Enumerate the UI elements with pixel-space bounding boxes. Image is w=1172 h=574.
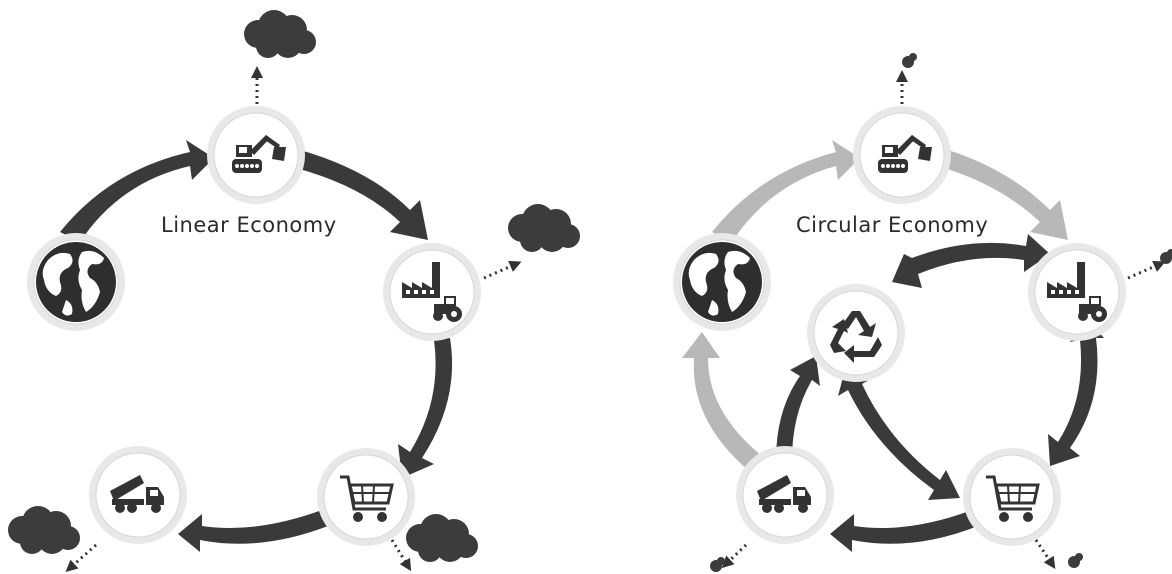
globe-icon <box>36 242 116 322</box>
arrow-production-to-consumption <box>398 338 453 478</box>
globe-icon <box>682 242 762 322</box>
smoke-cloud-icon <box>8 506 80 554</box>
circular-outer-arrows <box>682 140 1068 470</box>
linear-economy-diagram: Linear Economy <box>8 10 580 572</box>
circular-node-production <box>1027 242 1127 342</box>
circular-node-recycling <box>806 283 906 383</box>
circular-economy-title: Circular Economy <box>796 213 988 237</box>
circular-node-consumption <box>962 447 1062 547</box>
arrow-earth-to-extraction <box>60 140 214 242</box>
smoke-puff-icon <box>710 557 725 572</box>
arrow-recycling-consumption <box>838 366 960 500</box>
linear-node-disposal <box>88 445 188 545</box>
circular-node-disposal <box>735 445 835 545</box>
circular-node-extraction <box>852 105 952 205</box>
circular-node-earth <box>672 232 772 332</box>
smoke-puff-icon <box>1068 553 1083 568</box>
smoke-cloud-icon <box>508 204 580 252</box>
smoke-puff-icon <box>902 53 917 68</box>
arrow-earth-to-extraction <box>712 140 860 242</box>
circular-inner-arrows <box>776 234 1104 552</box>
linear-flow-arrows <box>60 140 453 552</box>
smoke-cloud-icon <box>406 514 478 562</box>
arrow-extraction-to-production <box>944 150 1068 240</box>
linear-node-earth <box>26 232 126 332</box>
arrow-consumption-to-disposal <box>830 510 978 552</box>
linear-node-production <box>382 242 482 342</box>
arrow-consumption-to-disposal <box>178 510 328 552</box>
arrow-production-recycling <box>892 234 1050 288</box>
linear-node-consumption <box>316 447 416 547</box>
linear-node-extraction <box>206 105 306 205</box>
smoke-cloud-icon <box>244 10 316 58</box>
smoke-puff-icon <box>1160 249 1172 264</box>
circular-economy-diagram: Circular Economy <box>672 53 1172 572</box>
arrow-production-consumption <box>1048 318 1104 466</box>
arrow-disposal-to-recycling <box>776 356 820 460</box>
arrow-extraction-to-production <box>296 150 428 240</box>
linear-economy-title: Linear Economy <box>161 213 337 237</box>
arrow-disposal-to-earth <box>682 332 762 470</box>
